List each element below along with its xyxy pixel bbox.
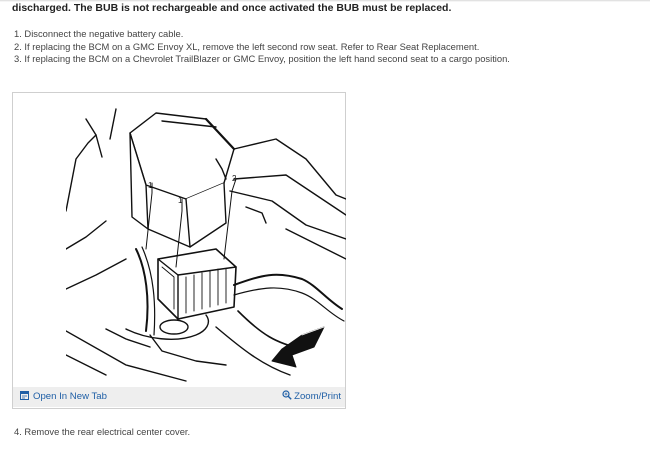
callout-label: 2 bbox=[232, 174, 237, 183]
top-divider bbox=[0, 0, 650, 2]
list-item: 2. If replacing the BCM on a GMC Envoy X… bbox=[14, 40, 480, 52]
list-item: 1. Disconnect the negative battery cable… bbox=[14, 28, 184, 39]
open-in-new-tab-icon bbox=[20, 390, 29, 400]
zoom-print-link[interactable]: Zoom/Print bbox=[282, 390, 341, 404]
step-list: 1. Disconnect the negative battery cable… bbox=[14, 28, 510, 66]
list-item: 3. If replacing the BCM on a Chevrolet T… bbox=[14, 53, 510, 64]
bcm-location-diagram[interactable]: 1 1 2 bbox=[66, 99, 346, 383]
open-in-new-tab-link[interactable]: Open In New Tab bbox=[20, 390, 107, 404]
callout-label: 1 bbox=[178, 196, 183, 205]
figure-panel: 1 1 2 Open In New Tab Zoom/Print bbox=[12, 92, 346, 409]
open-in-new-tab-label: Open In New Tab bbox=[33, 391, 107, 402]
figure-toolbar: Open In New Tab Zoom/Print bbox=[13, 387, 345, 407]
magnifier-icon bbox=[282, 390, 292, 401]
warning-text: discharged. The BUB is not rechargeable … bbox=[12, 2, 452, 14]
callout-label: 1 bbox=[148, 181, 153, 190]
list-item: 4. Remove the rear electrical center cov… bbox=[14, 426, 191, 437]
zoom-print-label: Zoom/Print bbox=[294, 391, 341, 402]
